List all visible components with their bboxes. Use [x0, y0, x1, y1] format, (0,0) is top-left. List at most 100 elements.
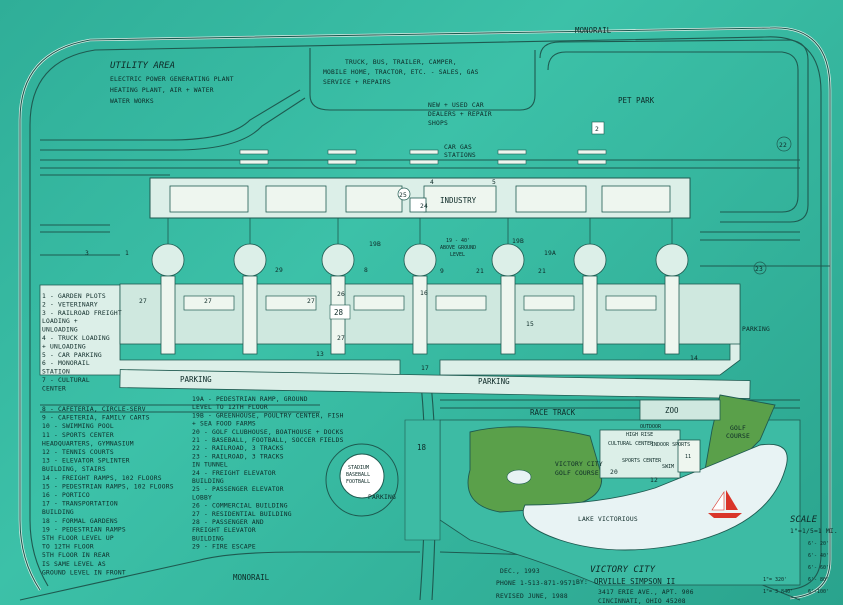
stadium-line-1: STADIUM [348, 465, 369, 471]
truck-line-1: TRUCK, BUS, TRAILER, CAMPER, [345, 59, 457, 66]
footer-address-1: 3417 ERIE AVE., APT. 906 [598, 589, 694, 596]
legend-mid-line: 18 - FORMAL GARDENS [42, 518, 118, 525]
footer-address-2: CINCINNATI, OHIO 45208 [598, 598, 686, 605]
legend-left-line: UNLOADING [42, 327, 78, 334]
residential-building [183, 295, 235, 311]
parking-left-label: PARKING [180, 375, 212, 384]
sports-complex [599, 429, 681, 479]
parking-stadium-label: PARKING [368, 494, 396, 501]
marker-3: 3 [85, 250, 89, 257]
legend-left-line: 4 - TRUCK LOADING [42, 335, 110, 342]
legend-mid-line: 5TH FLOOR IN REAR [42, 552, 110, 559]
marker-27d: 27 [337, 335, 345, 342]
truck-line-3: SERVICE + REPAIRS [323, 79, 391, 86]
residential-building [435, 295, 487, 311]
scale-row-right: 6'- 80' [808, 577, 829, 583]
tower-hub [573, 243, 607, 277]
legend-right-line: 29 - FIRE ESCAPE [192, 544, 256, 551]
marker-26: 26 [337, 291, 345, 298]
scale-row-right: 6'- 20' [808, 541, 829, 547]
marker-12: 12 [650, 477, 658, 484]
marker-15: 15 [526, 321, 534, 328]
legend-mid-line: 19 - PEDESTRIAN RAMPS [42, 526, 126, 533]
legend-mid-line: 9 - CAFETERIA, FAMILY CARTS [42, 415, 150, 422]
marker-27b: 27 [204, 298, 212, 305]
legend-mid-line: BUILDING [42, 509, 74, 516]
race-track-label: RACE TRACK [530, 408, 576, 417]
legend-right-line: 25 - PASSENGER ELEVATOR [192, 486, 284, 493]
sports-indoor: INDOOR SPORTS [651, 442, 690, 448]
legend-right-line: 19B - GREENHOUSE, POULTRY CENTER, FISH [192, 412, 344, 419]
legend-mid-line: 10 - SWIMMING POOL [42, 423, 114, 430]
marker-9: 9 [440, 268, 444, 275]
legend-left-line: 2 - VETERINARY [42, 301, 98, 308]
legend-left-line: 1 - GARDEN PLOTS [42, 293, 106, 300]
industry-block [149, 177, 691, 219]
industry-label: INDUSTRY [440, 196, 477, 205]
legend-right-line: + SEA FOOD FARMS [192, 421, 256, 428]
legend-right: 19A - PEDESTRIAN RAMP, GROUND LEVEL TO 1… [192, 396, 344, 551]
legend-left-line: 7 - CULTURAL [42, 377, 90, 384]
legend-right-line: 28 - PASSENGER AND [192, 519, 264, 526]
legend-right-line: 20 - GOLF CLUBHOUSE, BOATHOUSE + DOCKS [192, 429, 344, 436]
pet-park-label: PET PARK [618, 96, 655, 105]
golf-course-main [467, 426, 602, 513]
legend-mid-line: 17 - TRANSPORTATION [42, 501, 118, 508]
legend-mid-line: GROUND LEVEL IN FRONT [42, 569, 126, 576]
legend-mid-line: 12 - TENNIS COURTS [42, 449, 114, 456]
tower-hub [151, 243, 185, 277]
scale-title: SCALE [790, 515, 818, 525]
stadium [339, 453, 385, 499]
scale-rows: 6'- 20'6'- 40'6'- 60'1"= 320'6'- 80'1"= … [763, 541, 829, 595]
tower-spine [160, 275, 176, 355]
legend-right-line: FREIGHT ELEVATOR [192, 527, 256, 534]
marker-25: 25 [399, 192, 407, 199]
legend-left-line: LOADING + [42, 318, 78, 325]
stadium-line-2: BASEBALL [346, 472, 370, 478]
marker-1: 1 [125, 250, 129, 257]
tower-spine [500, 275, 516, 355]
legend-right-line: LEVEL TO 12TH FLOOR [192, 404, 268, 411]
residential-building [265, 295, 317, 311]
scale-row-right: 6'- 40' [808, 553, 829, 559]
marker-24: 24 [420, 203, 428, 210]
footer-author: ORVILLE SIMPSON II [594, 577, 675, 586]
legend-mid-line: TO 12TH FLOOR [42, 544, 94, 551]
legend-right-line: 24 - FREIGHT ELEVATOR [192, 470, 276, 477]
utility-line-3: WATER WORKS [110, 98, 154, 105]
lower-zones [325, 394, 801, 586]
truck-line-2: MOBILE HOME, TRACTOR, ETC. - SALES, GAS [323, 69, 479, 76]
scale-block: SCALE 1"=1/5=1 MI. 6'- 20'6'- 40'6'- 60'… [763, 515, 838, 595]
footer-revised: REVISED JUNE, 1988 [496, 593, 568, 600]
scale-row-right: 6'- 60' [808, 565, 829, 571]
legend-left-line: 5 - CAR PARKING [42, 352, 102, 359]
zoo-label: ZOO [665, 406, 679, 415]
marker-28: 28 [334, 308, 344, 317]
marker-27a: 27 [139, 298, 147, 305]
sports-swim: SWIM [662, 464, 674, 470]
sports-outdoor: OUTDOOR [640, 424, 662, 430]
legend-right-line: 23 - RAILROAD, 3 TRACKS [192, 453, 284, 460]
residential-building [353, 295, 405, 311]
legend-mid-line: 5TH FLOOR LEVEL UP [42, 535, 114, 542]
legend-mid-line: 16 - PORTICO [42, 492, 90, 499]
legend-left-line: STATION [42, 369, 70, 376]
sports-high-rise: HIGH RISE [626, 432, 653, 438]
legend-mid-line: 14 - FREIGHT RAMPS, 102 FLOORS [42, 475, 162, 482]
parking-mid-label: PARKING [478, 377, 510, 386]
marker-19a: 19A [544, 250, 556, 257]
sports-center: SPORTS CENTER [622, 458, 662, 464]
marker-18: 18 [417, 443, 427, 452]
legend-mid-line: 13 - ELEVATOR SPLINTER [42, 458, 130, 465]
tower-hub [655, 243, 689, 277]
tower-spine [664, 275, 680, 355]
tower-hub [233, 243, 267, 277]
legend-left-line: + UNLOADING [42, 343, 86, 350]
marker-16: 16 [420, 290, 428, 297]
lake-victorious [522, 443, 788, 551]
legend-right-line: 21 - BASEBALL, FOOTBALL, SOCCER FIELDS [192, 437, 344, 444]
legend-right-line: BUILDING [192, 478, 224, 485]
